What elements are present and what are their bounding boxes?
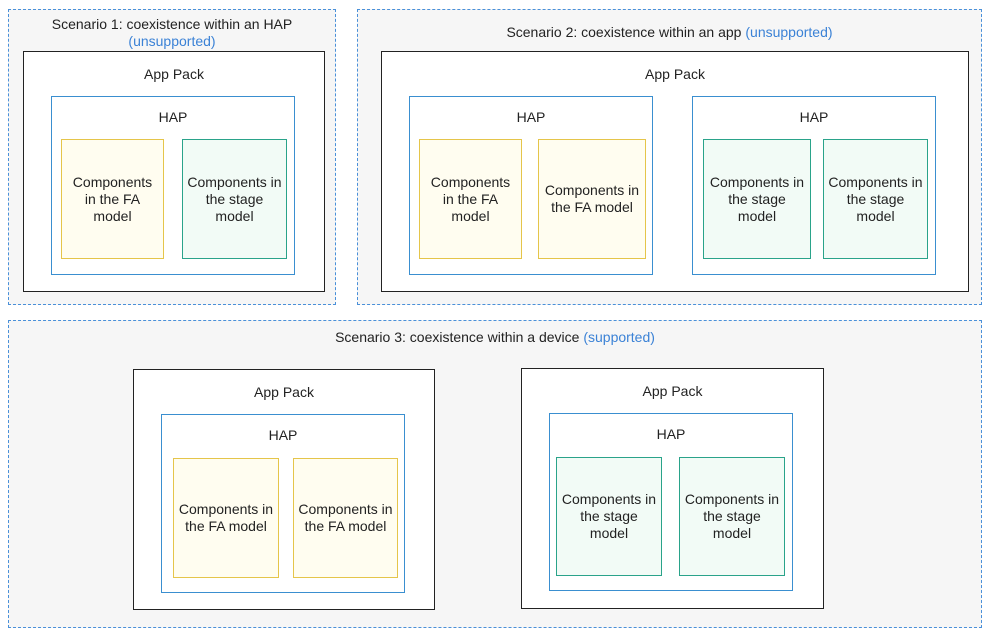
stage-model-components: Components in the stage model: [679, 457, 785, 576]
scenario-2-title: Scenario 2: coexistence within an app (u…: [358, 24, 981, 41]
stage-model-components: Components in the stage model: [703, 139, 811, 259]
hap-label: HAP: [268, 427, 298, 443]
scenario-3-panel: Scenario 3: coexistence within a device …: [8, 320, 982, 628]
stage-model-components: Components in the stage model: [823, 139, 928, 259]
fa-model-components: Components in the FA model: [173, 458, 279, 578]
hap-label: HAP: [799, 109, 829, 125]
hap-box: HAP Components in the FA model Component…: [51, 96, 295, 275]
stage-model-components: Components in the stage model: [556, 457, 662, 576]
scenario-1-title: Scenario 1: coexistence within an HAP (u…: [9, 16, 335, 50]
scenario-1-status: (unsupported): [128, 33, 216, 49]
fa-model-components: Components in the FA model: [538, 139, 646, 259]
scenario-2-title-text: Scenario 2: coexistence within an app: [506, 24, 742, 40]
scenario-2-status: (unsupported): [745, 24, 833, 40]
scenario-3-title: Scenario 3: coexistence within a device …: [9, 329, 981, 346]
scenario-1-title-text: Scenario 1: coexistence within an HAP: [51, 16, 293, 32]
app-pack-label: App Pack: [642, 383, 703, 399]
scenario-3-title-text: Scenario 3: coexistence within a device: [335, 329, 580, 345]
app-pack-label: App Pack: [645, 66, 705, 82]
scenario-3-status: (supported): [583, 329, 655, 345]
scenario-2-panel: Scenario 2: coexistence within an app (u…: [357, 9, 982, 305]
fa-model-components: Components in the FA model: [61, 139, 164, 259]
hap-box-fa: HAP Components in the FA model Component…: [409, 96, 653, 275]
app-pack-box: App Pack HAP Components in the FA model …: [381, 51, 969, 292]
app-pack-label: App Pack: [254, 384, 314, 400]
hap-box: HAP Components in the stage model Compon…: [549, 413, 793, 591]
hap-label: HAP: [656, 426, 686, 442]
fa-model-components: Components in the FA model: [419, 139, 522, 259]
stage-model-components: Components in the stage model: [182, 139, 287, 259]
app-pack-label: App Pack: [144, 66, 204, 82]
fa-model-components: Components in the FA model: [293, 458, 398, 578]
app-pack-box: App Pack HAP Components in the FA model …: [23, 51, 325, 292]
app-pack-box-fa: App Pack HAP Components in the FA model …: [133, 369, 435, 610]
hap-box: HAP Components in the FA model Component…: [161, 414, 405, 593]
hap-label: HAP: [158, 109, 188, 125]
hap-box-stage: HAP Components in the stage model Compon…: [692, 96, 936, 275]
hap-label: HAP: [516, 109, 546, 125]
app-pack-box-stage: App Pack HAP Components in the stage mod…: [521, 368, 824, 609]
scenario-1-panel: Scenario 1: coexistence within an HAP (u…: [8, 9, 336, 305]
